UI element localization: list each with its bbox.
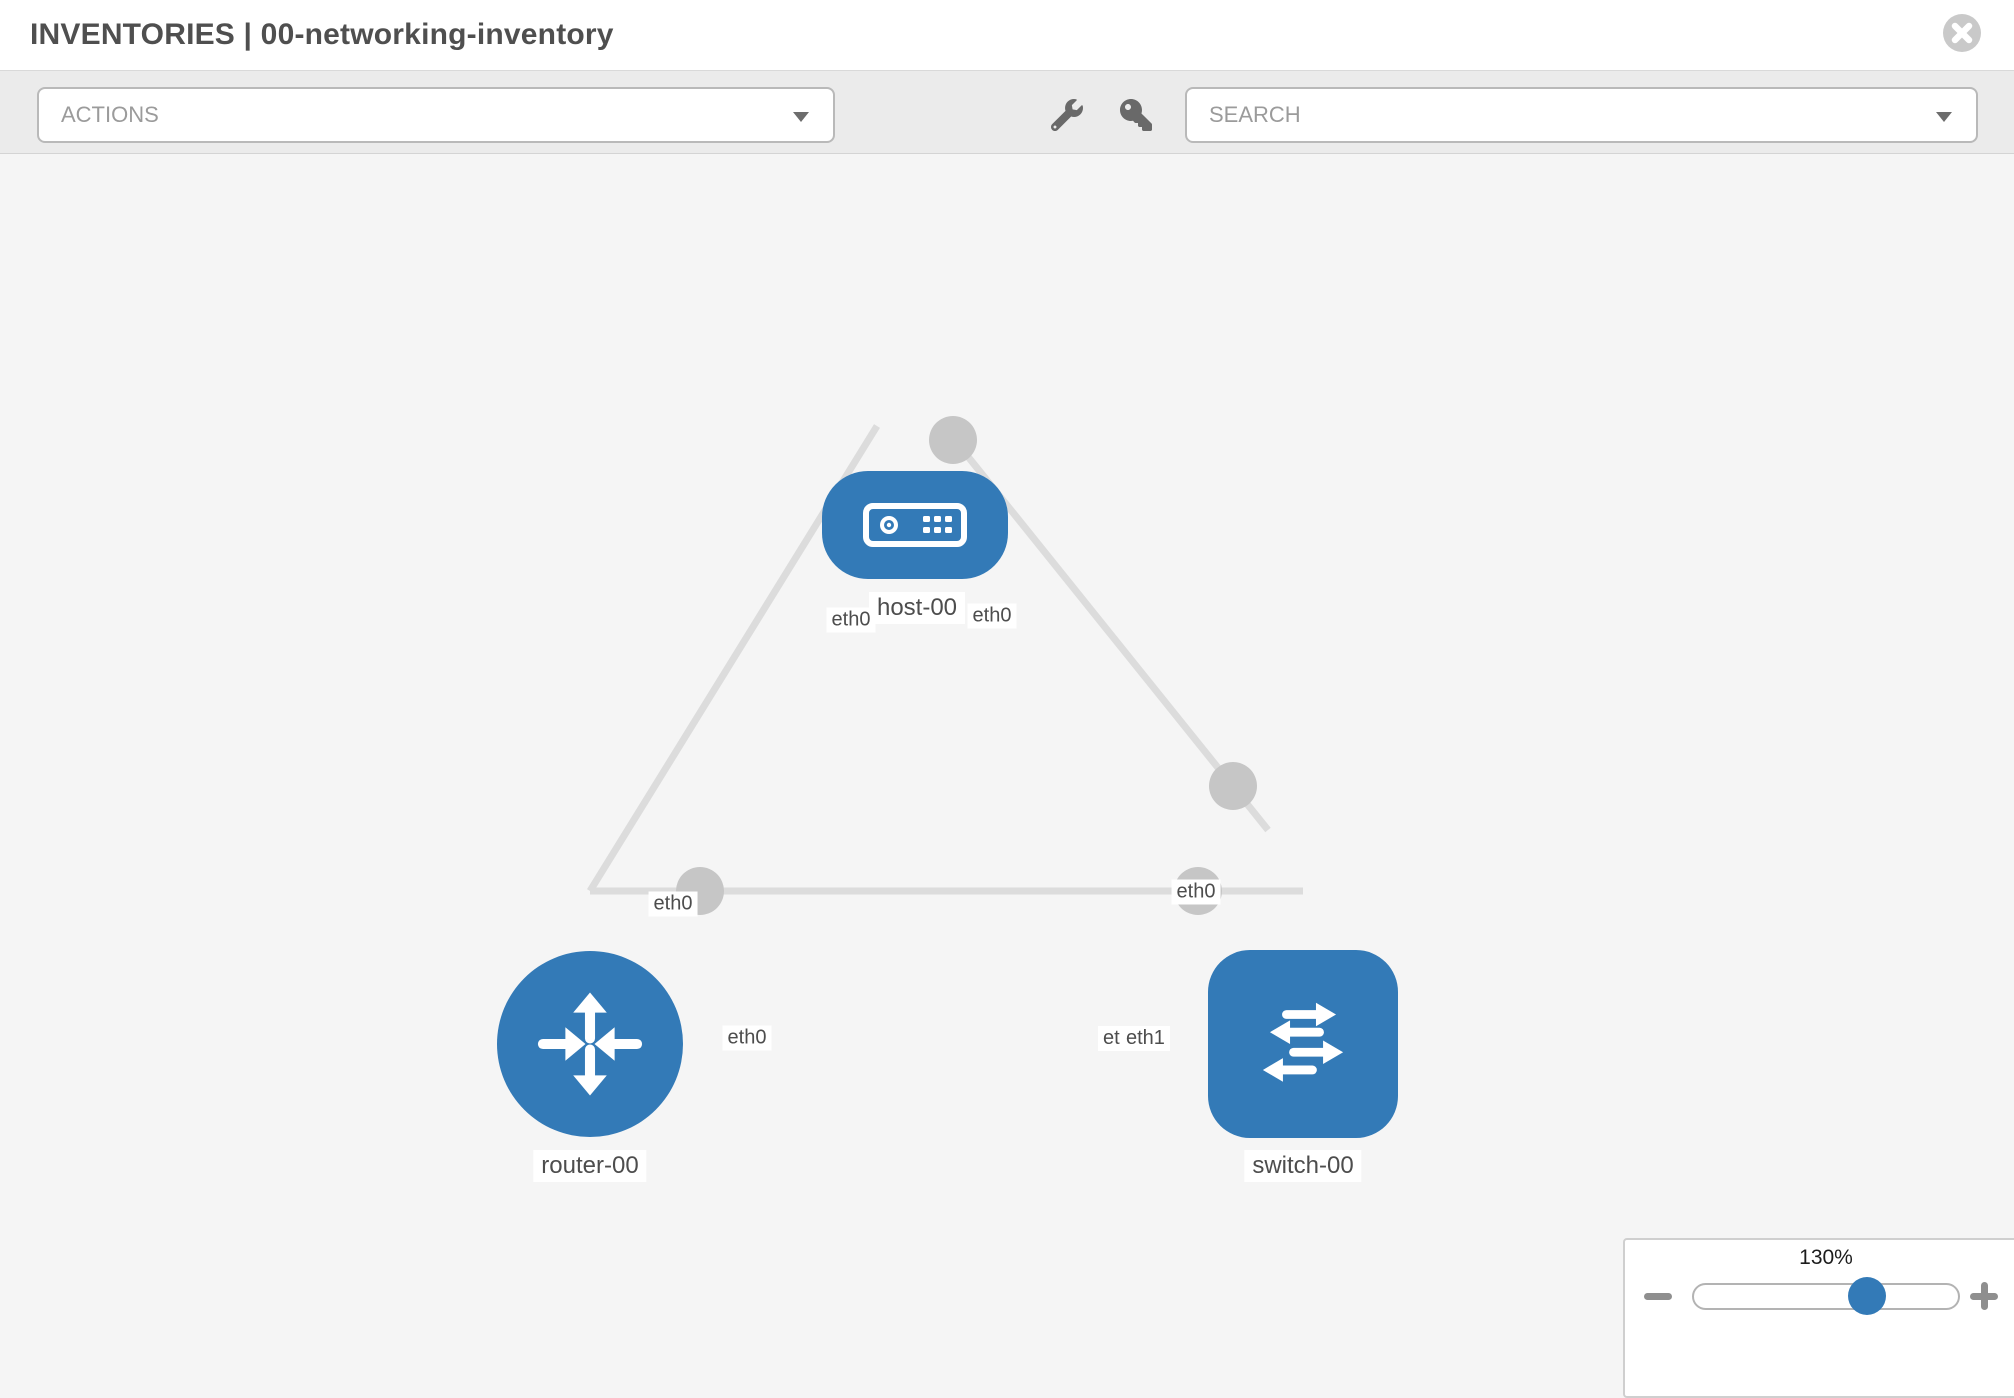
interface-label-switch-eth0-b: eth0 <box>1171 879 1221 905</box>
interface-label-router-eth0-a: eth0 <box>648 891 698 917</box>
port-dot-switch-top <box>1209 762 1257 810</box>
interface-label-host-eth0-a: eth0 <box>826 607 876 633</box>
interface-label-host-eth0-b: eth0 <box>967 603 1017 629</box>
actions-dropdown-value: ACTIONS <box>61 102 159 127</box>
node-label-host: host-00 <box>868 592 966 624</box>
plus-icon <box>1980 1282 1988 1310</box>
toolbar: ACTIONS SEARCH <box>0 71 2014 154</box>
node-host[interactable] <box>822 471 1008 579</box>
minus-icon <box>1644 1293 1672 1300</box>
page-title: INVENTORIES | 00-networking-inventory <box>30 18 614 51</box>
zoom-in-button[interactable] <box>1968 1280 2000 1312</box>
zoom-out-button[interactable] <box>1642 1280 1674 1312</box>
zoom-panel: 130% <box>1623 1238 2014 1398</box>
node-label-router: router-00 <box>533 1150 647 1182</box>
topology-canvas: host-00 router-00 switch-00 eth0 eth0 et… <box>0 153 2014 1398</box>
close-icon <box>1943 14 1981 52</box>
zoom-slider-thumb[interactable] <box>1848 1277 1886 1315</box>
search-dropdown[interactable]: SEARCH <box>1185 87 1978 143</box>
interface-label-router-eth0-c: eth0 <box>722 1025 772 1051</box>
zoom-level-value: 130% <box>1799 1246 1853 1269</box>
chevron-down-icon <box>793 112 809 122</box>
wrench-icon <box>1050 98 1083 131</box>
node-router[interactable] <box>497 951 683 1137</box>
node-label-switch: switch-00 <box>1244 1150 1362 1182</box>
configure-button[interactable] <box>1049 98 1085 134</box>
edges-layer <box>587 416 1303 915</box>
node-switch[interactable] <box>1208 950 1398 1138</box>
actions-dropdown[interactable]: ACTIONS <box>37 87 835 143</box>
switch-arrows-icon <box>1262 1002 1344 1082</box>
close-button[interactable] <box>1942 13 1982 53</box>
key-icon <box>1120 98 1152 131</box>
port-dot-host <box>929 416 977 464</box>
server-icon <box>863 503 967 547</box>
router-arrows-icon <box>537 992 643 1096</box>
search-dropdown-placeholder: SEARCH <box>1209 102 1301 127</box>
header: INVENTORIES | 00-networking-inventory <box>0 0 2014 71</box>
zoom-slider[interactable] <box>1692 1277 1960 1315</box>
credentials-button[interactable] <box>1118 98 1154 134</box>
chevron-down-icon <box>1936 112 1952 122</box>
interface-label-switch-eth1-c: eth1 <box>1121 1026 1170 1051</box>
